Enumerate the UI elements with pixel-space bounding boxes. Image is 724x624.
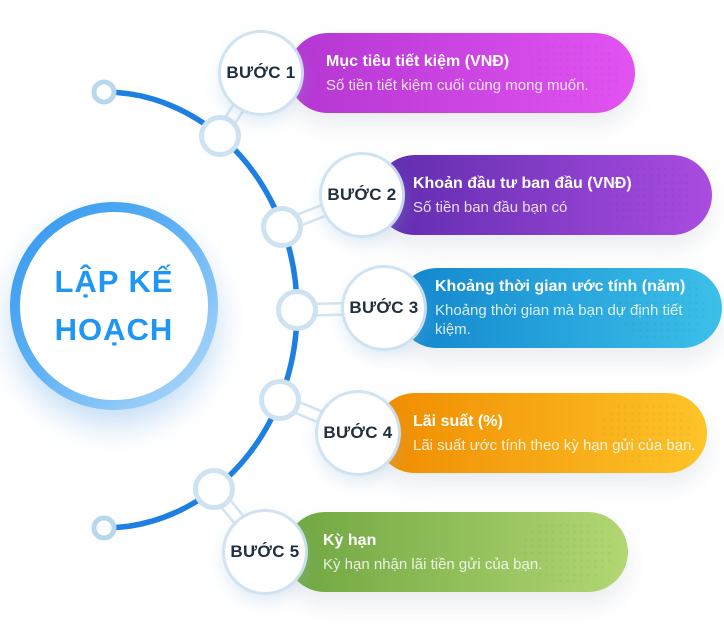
- step-badge-2-label: BƯỚC 2: [327, 185, 397, 204]
- step-card-3: Khoảng thời gian ước tính (năm) Khoảng t…: [397, 268, 722, 348]
- hub-title-line1: LẬP KẾ: [54, 264, 174, 299]
- step-badge-5: BƯỚC 5: [225, 512, 305, 592]
- step-2-title: Khoản đầu tư ban đầu (VNĐ): [413, 174, 632, 192]
- step-card-1: Mục tiêu tiết kiệm (VNĐ) Số tiền tiết ki…: [288, 33, 635, 113]
- step-2-subtitle: Số tiền ban đầu bạn có: [413, 198, 568, 216]
- arc-node-1: [199, 115, 241, 157]
- step-badge-2: BƯỚC 2: [322, 155, 402, 235]
- arc-start-dot: [91, 79, 117, 105]
- arc-node-2: [261, 206, 303, 248]
- step-4-title: Lãi suất (%): [413, 412, 503, 430]
- hub-circle: LẬP KẾ HOẠCH: [10, 202, 218, 410]
- step-card-2: Khoản đầu tư ban đầu (VNĐ) Số tiền ban đ…: [375, 155, 712, 235]
- hub-circle-inner: LẬP KẾ HOẠCH: [20, 212, 208, 400]
- step-badge-3-label: BƯỚC 3: [349, 298, 419, 317]
- step-4-subtitle: Lãi suất ước tính theo kỳ hạn gửi của bạ…: [413, 436, 696, 454]
- arc-node-3: [276, 289, 318, 331]
- step-badge-4-label: BƯỚC 4: [323, 423, 393, 442]
- step-3-subtitle: Khoảng thời gian mà bạn dự định tiết kiệ…: [435, 302, 683, 338]
- step-3-title: Khoảng thời gian ước tính (năm): [435, 278, 686, 295]
- step-5-subtitle: Kỳ hạn nhận lãi tiền gửi của bạn.: [323, 555, 543, 573]
- step-card-4: Lãi suất (%) Lãi suất ước tính theo kỳ h…: [375, 393, 707, 473]
- step-1-title: Mục tiêu tiết kiệm (VNĐ): [326, 52, 510, 70]
- step-badge-5-label: BƯỚC 5: [230, 542, 300, 561]
- step-card-5: Kỳ hạn Kỳ hạn nhận lãi tiền gửi của bạn.: [285, 512, 628, 592]
- arc-node-4: [259, 379, 301, 421]
- step-badge-3: BƯỚC 3: [344, 268, 424, 348]
- step-1-subtitle: Số tiền tiết kiệm cuối cùng mong muốn.: [326, 76, 589, 94]
- hub-title-line2: HOẠCH: [54, 312, 174, 347]
- step-badge-4: BƯỚC 4: [318, 393, 398, 473]
- step-badge-1: BƯỚC 1: [221, 33, 301, 113]
- arc-node-5: [193, 468, 235, 510]
- step-5-title: Kỳ hạn: [323, 531, 377, 549]
- step-badge-1-label: BƯỚC 1: [226, 63, 296, 82]
- arc-end-dot: [91, 515, 117, 541]
